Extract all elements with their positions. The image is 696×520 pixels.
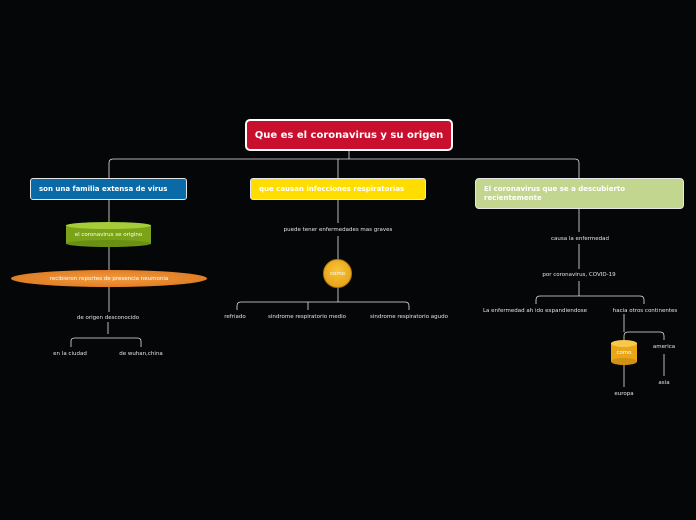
text-node-sindrome-agudo[interactable]: sindrome respiratorio agudo (369, 314, 449, 320)
text-node-asia[interactable]: asia (658, 380, 670, 386)
text-node-causa[interactable]: causa la enfermedad (551, 236, 609, 242)
branch-node-2[interactable]: que causan infecciones respiratorias (250, 178, 426, 200)
branch-node-3[interactable]: El coronavirus que se a descubierto reci… (475, 178, 684, 209)
orange-node-label: recibieron reportes de presencia neumoni… (49, 275, 169, 282)
text-node-origen[interactable]: de origen desconocido (76, 315, 140, 321)
como-circle-node[interactable]: como (323, 259, 352, 288)
como-label-2: como (616, 349, 632, 356)
text-node-sindrome-medio[interactable]: sindrome respiratorio medio (268, 314, 346, 320)
text-node-continentes[interactable]: hacia otros continentes (612, 308, 678, 314)
green-cylinder-node[interactable]: el coronavirus se origino (66, 222, 151, 247)
text-node-europa[interactable]: europa (614, 391, 634, 397)
text-node-ciudad[interactable]: en la ciudad (53, 351, 87, 357)
branch-node-1[interactable]: son una familia extensa de virus (30, 178, 187, 200)
branch-2-label: que causan infecciones respiratorias (259, 185, 405, 193)
branch-1-label: son una familia extensa de virus (39, 185, 168, 193)
text-node-wuhan[interactable]: de wuhan,china (119, 351, 163, 357)
orange-ellipse-node[interactable]: recibieron reportes de presencia neumoni… (11, 270, 207, 287)
branch-3-label: El coronavirus que se a descubierto reci… (484, 184, 626, 202)
text-node-graves[interactable]: puede tener enfermedades mas graves (283, 227, 393, 233)
root-node[interactable]: Que es el coronavirus y su origen (245, 119, 453, 151)
text-node-covid[interactable]: por coronavirus, COVID-19 (542, 272, 616, 278)
green-node-label: el coronavirus se origino (74, 231, 143, 238)
text-node-refriado[interactable]: refriado (224, 314, 246, 320)
text-node-expandiendose[interactable]: La enfermedad ah ido expandiendose (482, 308, 588, 314)
como-label-1: como (329, 270, 346, 277)
root-label: Que es el coronavirus y su origen (254, 129, 444, 141)
text-node-america[interactable]: america (652, 344, 676, 350)
como-cylinder-node[interactable]: como (611, 340, 637, 365)
